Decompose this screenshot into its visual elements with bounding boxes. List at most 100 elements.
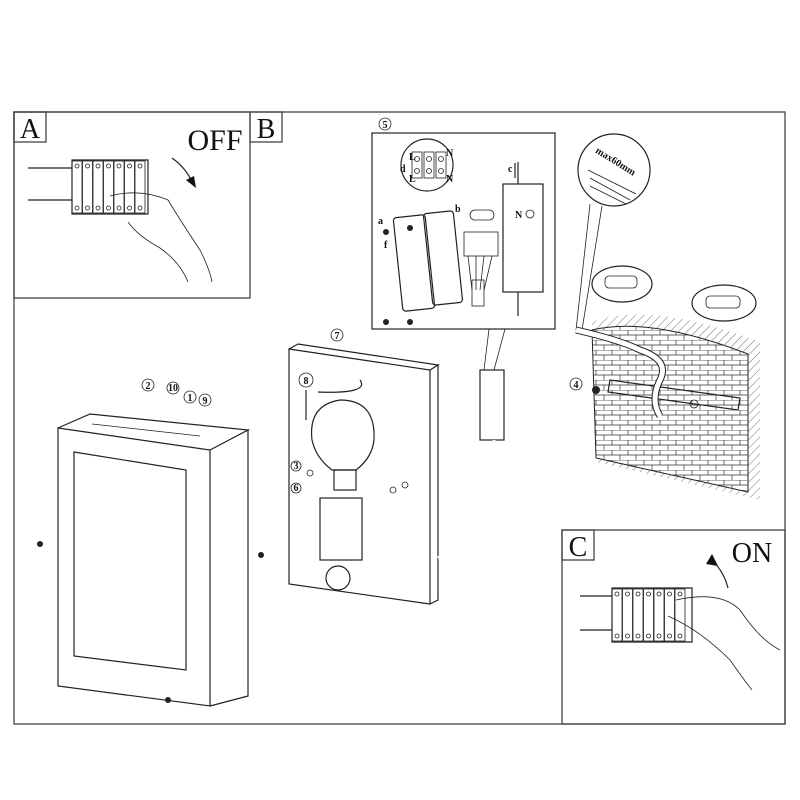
sensor-icon bbox=[325, 565, 351, 591]
hand-icon bbox=[109, 192, 213, 283]
earth-terminal-icon bbox=[525, 209, 535, 219]
panel-c-frame bbox=[561, 529, 786, 725]
terminal-screw-icon bbox=[667, 591, 672, 597]
strip-length-callout-circle bbox=[577, 133, 651, 207]
breaker-module bbox=[622, 588, 633, 642]
step-8-badge bbox=[298, 372, 314, 388]
step-5-label: 5 bbox=[383, 120, 388, 131]
terminal-screw-icon bbox=[127, 205, 132, 211]
terminal-screw-icon bbox=[74, 163, 80, 169]
breaker-module bbox=[134, 160, 146, 214]
breaker-module bbox=[674, 588, 686, 642]
panel-a-letter-box bbox=[13, 111, 47, 143]
breaker-module bbox=[124, 160, 135, 214]
hole-icon bbox=[401, 481, 409, 489]
breaker-module bbox=[113, 160, 125, 214]
screw-icon bbox=[383, 319, 389, 325]
terminal-screw-icon bbox=[625, 633, 630, 639]
junction-box bbox=[479, 369, 505, 441]
panel-b-letter-box bbox=[249, 111, 283, 143]
breaker-module bbox=[643, 588, 654, 642]
switch-off-arrow-icon bbox=[171, 157, 193, 183]
connection-cable bbox=[437, 439, 497, 560]
step-7-badge bbox=[330, 328, 344, 342]
breaker-panel-off bbox=[28, 159, 149, 215]
panel-c: C ON bbox=[561, 529, 786, 725]
step-3-badge bbox=[290, 460, 302, 472]
cable-clamp bbox=[469, 209, 495, 221]
terminal-screw-icon bbox=[635, 633, 641, 639]
terminal-screw-icon bbox=[646, 633, 651, 639]
housing-glass bbox=[73, 451, 187, 671]
mounting-bracket bbox=[607, 379, 741, 411]
terminal-l-bottom: L bbox=[409, 174, 416, 185]
terminal-screw-icon bbox=[677, 591, 683, 597]
breaker-module bbox=[71, 160, 83, 214]
breaker-module bbox=[664, 588, 675, 642]
brick-wall bbox=[591, 325, 749, 493]
terminal-screw-icon bbox=[137, 163, 143, 169]
step-3-label: 3 bbox=[294, 461, 299, 472]
label-a: a bbox=[378, 216, 383, 227]
connector-block bbox=[463, 231, 499, 257]
panel-a-frame bbox=[13, 111, 251, 299]
panel-a: A OFF bbox=[13, 111, 251, 299]
screw-icon bbox=[407, 319, 413, 325]
box-n-label: N bbox=[515, 210, 523, 221]
step-9-badge bbox=[198, 393, 212, 407]
terminal-screw-icon bbox=[137, 205, 143, 211]
terminal-screw-icon bbox=[614, 591, 620, 597]
terminal-screw-icon bbox=[656, 633, 662, 639]
terminal-screw-icon bbox=[677, 633, 683, 639]
outer-frame bbox=[13, 111, 786, 725]
step-9-label: 9 bbox=[203, 396, 208, 407]
bulb-base bbox=[333, 469, 357, 491]
wall-anchor-icon bbox=[705, 295, 741, 309]
plate-side bbox=[288, 343, 440, 605]
box-cover bbox=[392, 214, 436, 312]
light-bulb-icon bbox=[310, 399, 375, 471]
breaker-module bbox=[611, 588, 623, 642]
screw-icon bbox=[689, 399, 699, 409]
arrow-head-icon bbox=[186, 176, 196, 188]
step-8-label: 8 bbox=[304, 376, 309, 387]
anchor-callout-1 bbox=[591, 265, 653, 303]
junction-box-frame bbox=[371, 132, 556, 330]
wall-mount-detail: max60mm 4 bbox=[569, 133, 760, 500]
junction-box-detail: 5 L L N N d a f b c N bbox=[371, 117, 556, 371]
step-7-label: 7 bbox=[335, 331, 340, 342]
anchor-callout-2 bbox=[691, 284, 757, 322]
panel-a-letter: A bbox=[20, 114, 41, 145]
terminal-screw-icon bbox=[614, 633, 620, 639]
panel-c-letter: C bbox=[569, 532, 588, 563]
hole-icon bbox=[306, 469, 314, 477]
callout-pointer bbox=[575, 203, 603, 331]
terminal-n-bottom: N bbox=[446, 174, 454, 185]
breaker-module bbox=[103, 160, 114, 214]
terminal-screw-icon bbox=[74, 205, 80, 211]
arrow-head-icon bbox=[706, 554, 718, 566]
housing-front bbox=[57, 427, 211, 707]
step-1-label: 1 bbox=[188, 393, 193, 404]
panel-c-action-label: ON bbox=[732, 538, 772, 569]
callout-line bbox=[483, 328, 506, 371]
breaker-module bbox=[632, 588, 644, 642]
terminal-screw-icon bbox=[667, 633, 672, 639]
terminal-screw-icon bbox=[95, 205, 101, 211]
screw-icon bbox=[37, 541, 43, 547]
terminal-screw-icon bbox=[635, 591, 641, 597]
terminal-screw-icon bbox=[127, 163, 132, 169]
wall-anchor-icon bbox=[604, 275, 638, 289]
cable-end bbox=[471, 279, 485, 307]
terminal-screw-icon bbox=[625, 591, 630, 597]
panel-b: B bbox=[249, 111, 283, 145]
strip-length-label: max60mm bbox=[593, 145, 638, 179]
terminal-l-top: L bbox=[409, 152, 416, 163]
terminal-n-top: N bbox=[446, 148, 454, 159]
label-f: f bbox=[384, 240, 388, 251]
breaker-module bbox=[82, 160, 93, 214]
breaker-panel-on bbox=[580, 587, 693, 643]
terminal-screw-icon bbox=[656, 591, 662, 597]
panel-b-letter: B bbox=[257, 114, 276, 145]
